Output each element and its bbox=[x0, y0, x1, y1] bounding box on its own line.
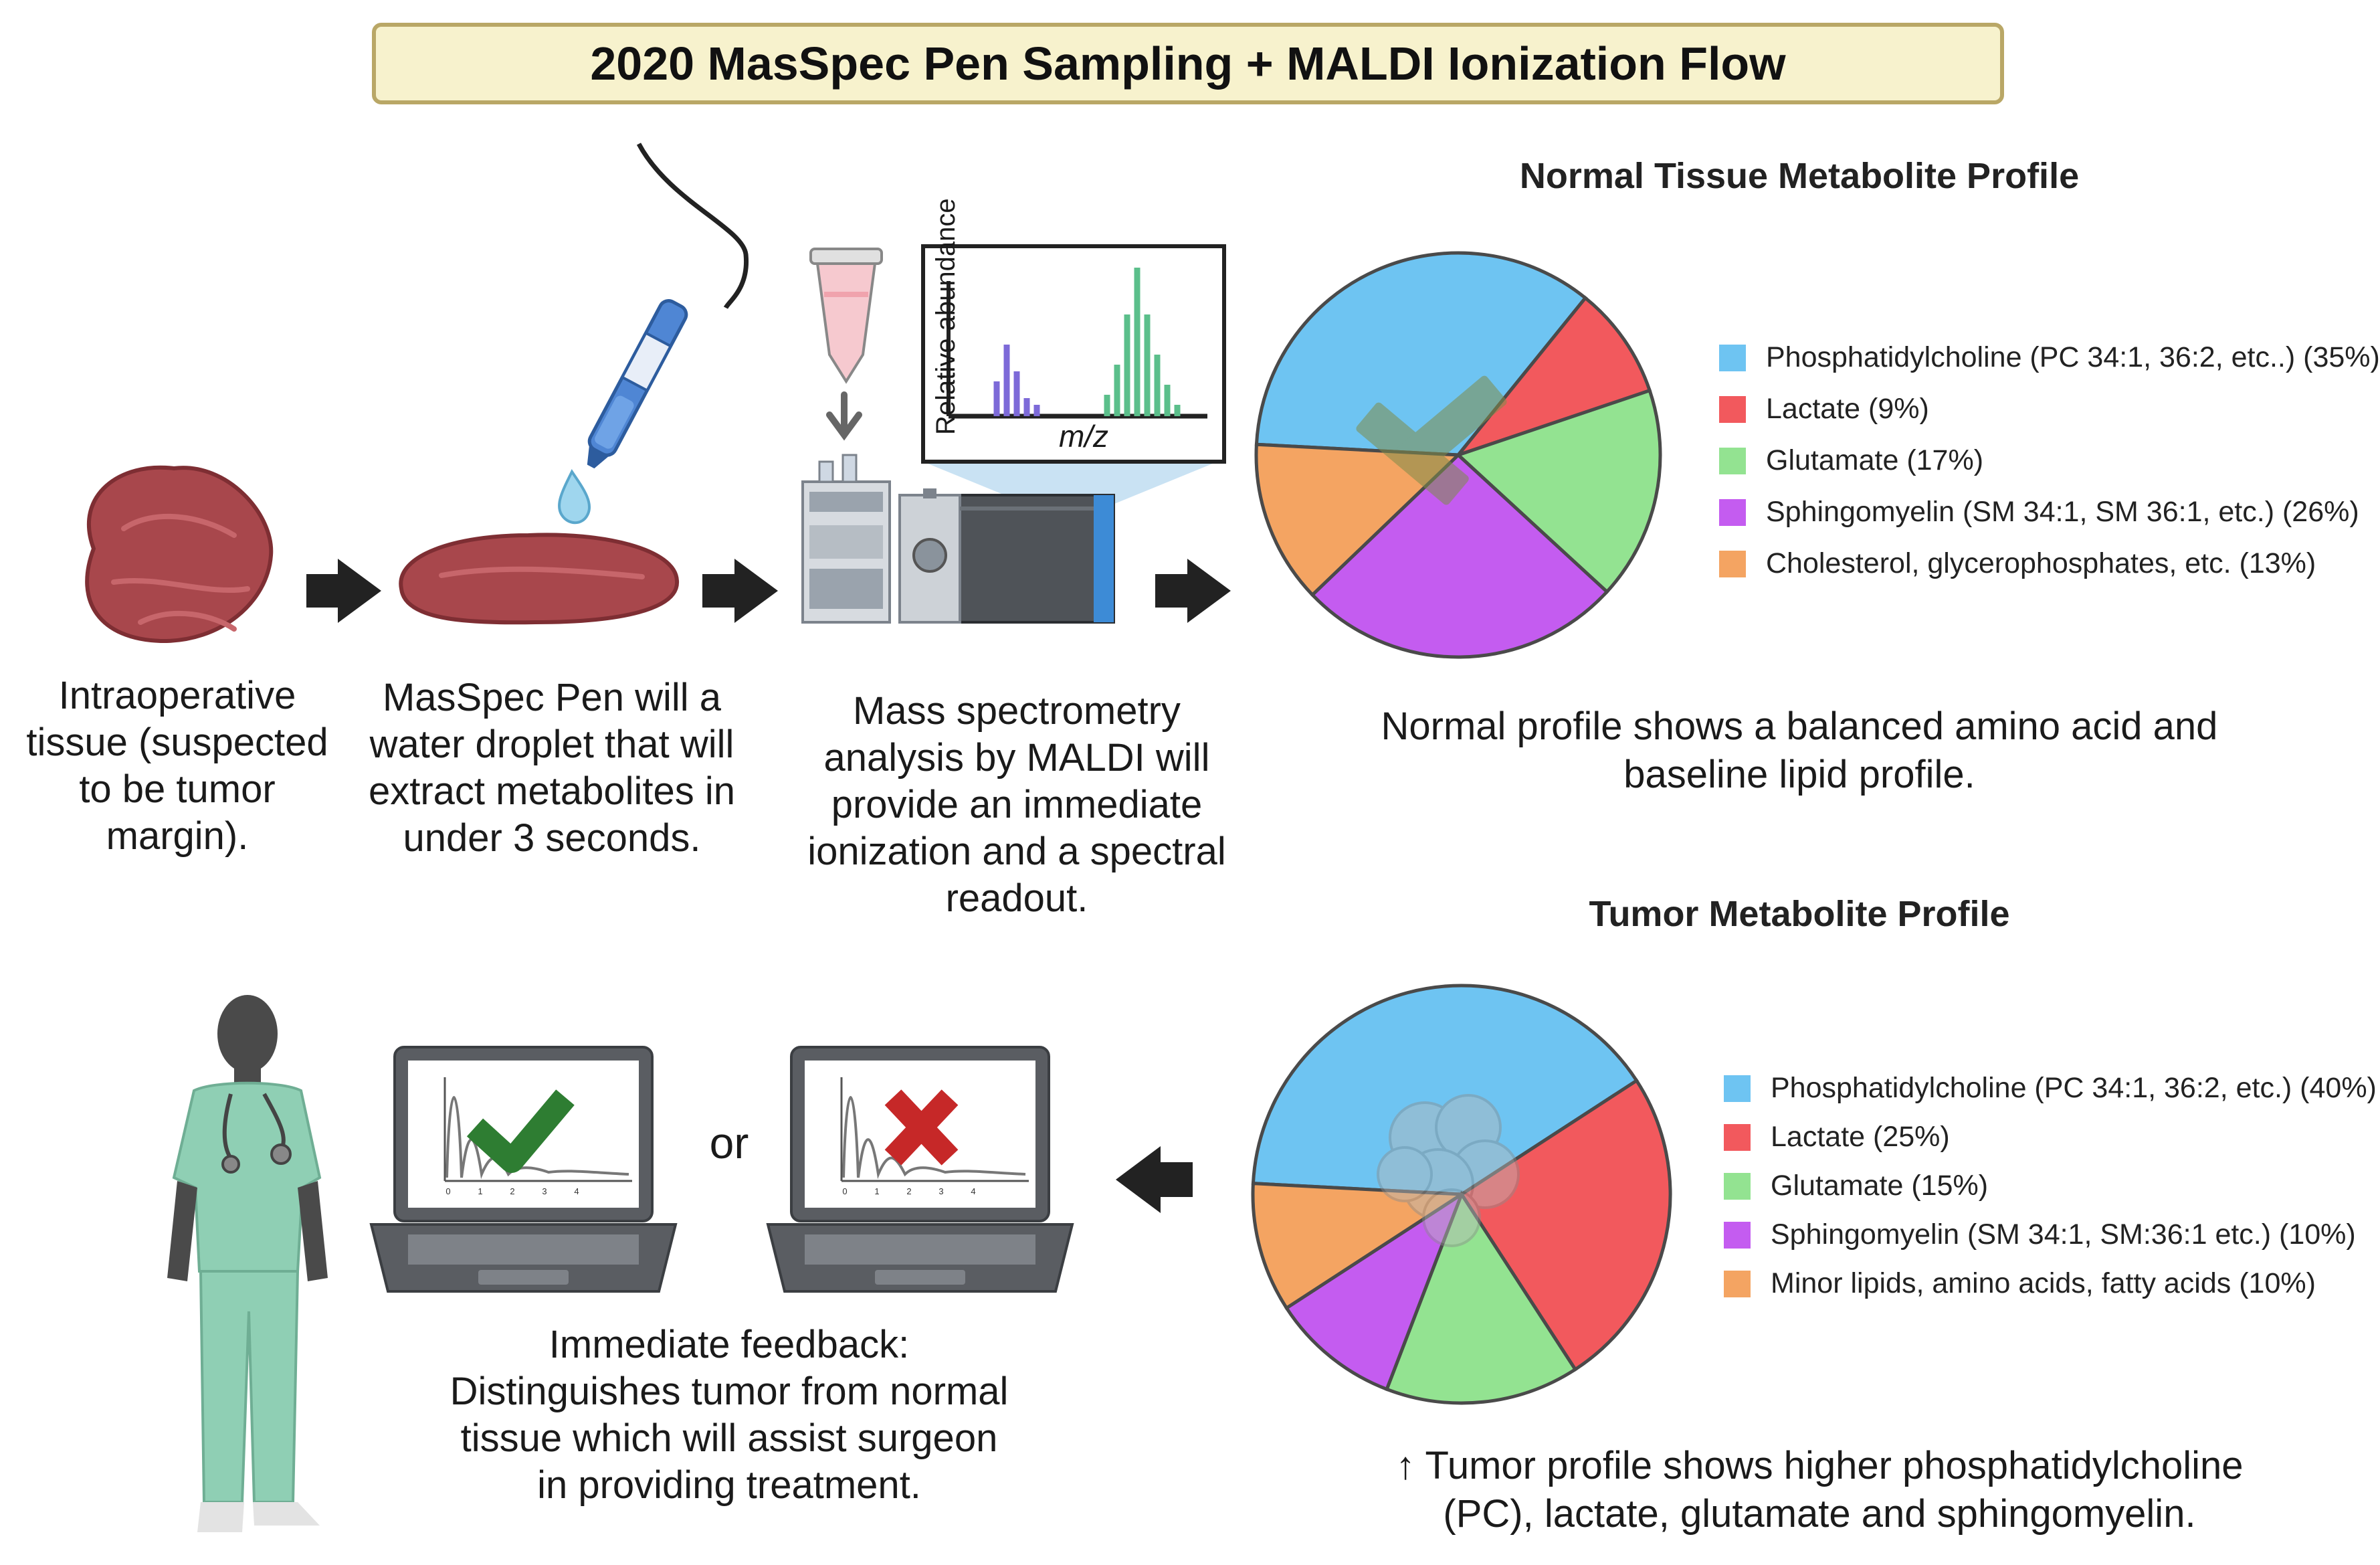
step-2-text: MasSpec Pen will a water droplet that wi… bbox=[368, 676, 736, 860]
pie-slice-2 bbox=[1384, 1190, 1578, 1405]
legend-swatch bbox=[1724, 1123, 1751, 1151]
legend-label: Sphingomyelin (SM 34:1, SM 36:1, etc.) (… bbox=[1766, 496, 2359, 528]
flow-arrow-1 bbox=[306, 559, 381, 623]
tumor-legend: Phosphatidylcholine (PC 34:1, 36:2, etc.… bbox=[1724, 1064, 2377, 1308]
tissue-sample-icon bbox=[85, 465, 274, 644]
normal-legend-item: Cholesterol, glycerophosphates, etc. (13… bbox=[1719, 538, 2380, 589]
legend-label: Sphingomyelin (SM 34:1, SM:36:1 etc.) (1… bbox=[1771, 1218, 2356, 1251]
flow-arrow-3 bbox=[1155, 559, 1231, 623]
normal-profile-caption: Normal profile shows a balanced amino ac… bbox=[1381, 705, 2218, 796]
pie-slice-1 bbox=[1453, 295, 1652, 459]
legend-swatch bbox=[1724, 1221, 1751, 1249]
spectrum-xlabel: m/z bbox=[1058, 419, 1109, 454]
normal-legend-item: Sphingomyelin (SM 34:1, SM 36:1, etc.) (… bbox=[1719, 486, 2380, 538]
laptop1-tick-2: 2 bbox=[510, 1186, 514, 1196]
laptop1-tick-1: 1 bbox=[478, 1186, 482, 1196]
tumor-legend-item: Sphingomyelin (SM 34:1, SM:36:1 etc.) (1… bbox=[1724, 1210, 2377, 1259]
spectrum-ylabel: Relative abundance bbox=[931, 198, 961, 435]
laptop2-tick-3: 3 bbox=[938, 1186, 943, 1196]
legend-label: Lactate (9%) bbox=[1766, 393, 1929, 425]
flow-arrow-2 bbox=[702, 559, 778, 623]
legend-label: Glutamate (15%) bbox=[1771, 1170, 1989, 1202]
normal-profile-heading: Normal Tissue Metabolite Profile bbox=[1519, 156, 2080, 196]
laptop2-tick-1: 1 bbox=[874, 1186, 879, 1196]
laptop2-tick-2: 2 bbox=[906, 1186, 911, 1196]
legend-label: Minor lipids, amino acids, fatty acids (… bbox=[1771, 1267, 2316, 1299]
sampled-tissue-icon bbox=[399, 533, 680, 625]
legend-label: Phosphatidylcholine (PC 34:1, 36:2, etc.… bbox=[1766, 341, 2380, 373]
laptop2-tick-4: 4 bbox=[971, 1186, 975, 1196]
flow-arrow-back bbox=[1116, 1146, 1193, 1213]
tumor-caption-line-1: ↑ Tumor profile shows higher phosphatidy… bbox=[1395, 1444, 2244, 1487]
mass-spectrometer-icon bbox=[801, 454, 1115, 624]
spectrum-readout bbox=[921, 244, 1226, 464]
laptop1-tick-0: 0 bbox=[445, 1186, 450, 1196]
laptop1-tick-3: 3 bbox=[542, 1186, 547, 1196]
pie-slice-1 bbox=[1459, 1078, 1672, 1372]
feedback-text: Immediate feedback: Distinguishes tumor … bbox=[450, 1323, 1009, 1507]
legend-swatch bbox=[1724, 1075, 1751, 1102]
legend-swatch bbox=[1719, 498, 1746, 526]
tumor-legend-item: Lactate (25%) bbox=[1724, 1113, 2377, 1162]
legend-swatch bbox=[1724, 1172, 1751, 1200]
normal-pie-chart bbox=[1254, 251, 1662, 659]
legend-label: Cholesterol, glycerophosphates, etc. (13… bbox=[1766, 547, 2316, 579]
tumor-profile-heading: Tumor Metabolite Profile bbox=[1589, 894, 2010, 934]
legend-label: Lactate (25%) bbox=[1771, 1121, 1950, 1153]
masspec-pen-icon bbox=[587, 143, 749, 469]
pie-slice-2 bbox=[1455, 388, 1662, 594]
legend-swatch bbox=[1719, 447, 1746, 474]
legend-swatch bbox=[1719, 344, 1746, 371]
legend-swatch bbox=[1719, 550, 1746, 577]
pie-slice-4 bbox=[1254, 442, 1462, 597]
step-1-text: Intraoperative tissue (suspected to be t… bbox=[26, 674, 328, 858]
legend-swatch bbox=[1719, 395, 1746, 423]
pie-slice-0 bbox=[1254, 251, 1588, 457]
pie-slice-4 bbox=[1251, 1182, 1467, 1311]
surgeon-icon bbox=[167, 995, 328, 1532]
sample-tube-icon bbox=[809, 248, 883, 441]
tumor-profile-caption: ↑ Tumor profile shows higher phosphatidy… bbox=[1351, 1442, 2288, 1538]
normal-legend-item: Lactate (9%) bbox=[1719, 383, 2380, 435]
tumor-pie-chart bbox=[1251, 984, 1672, 1405]
pie-slice-3 bbox=[1310, 452, 1609, 659]
laptop-normal-result bbox=[369, 1046, 678, 1293]
legend-label: Phosphatidylcholine (PC 34:1, 36:2, etc.… bbox=[1771, 1072, 2377, 1104]
tumor-legend-item: Glutamate (15%) bbox=[1724, 1162, 2377, 1210]
tumor-caption-line-2: (PC), lactate, glutamate and sphingomyel… bbox=[1443, 1492, 2196, 1536]
normal-legend-item: Glutamate (17%) bbox=[1719, 435, 2380, 486]
pie-slice-3 bbox=[1284, 1190, 1466, 1392]
normal-legend: Phosphatidylcholine (PC 34:1, 36:2, etc.… bbox=[1719, 332, 2380, 589]
laptop2-tick-0: 0 bbox=[842, 1186, 847, 1196]
step-3-text: Mass spectrometry analysis by MALDI will… bbox=[807, 689, 1226, 920]
diagram-title: 2020 MasSpec Pen Sampling + MALDI Ioniza… bbox=[372, 23, 2004, 104]
laptop-tumor-result bbox=[766, 1046, 1074, 1293]
legend-label: Glutamate (17%) bbox=[1766, 444, 1984, 476]
highlight-marker bbox=[1356, 375, 1507, 505]
tumor-cell-cluster-icon bbox=[1377, 1094, 1520, 1247]
legend-swatch bbox=[1724, 1270, 1751, 1297]
normal-legend-item: Phosphatidylcholine (PC 34:1, 36:2, etc.… bbox=[1719, 332, 2380, 383]
water-droplet-icon bbox=[558, 469, 591, 525]
spectrum-callout bbox=[923, 462, 1217, 522]
or-label: or bbox=[709, 1118, 749, 1168]
tumor-legend-item: Phosphatidylcholine (PC 34:1, 36:2, etc.… bbox=[1724, 1064, 2377, 1113]
tumor-legend-item: Minor lipids, amino acids, fatty acids (… bbox=[1724, 1259, 2377, 1308]
laptop1-tick-4: 4 bbox=[574, 1186, 579, 1196]
